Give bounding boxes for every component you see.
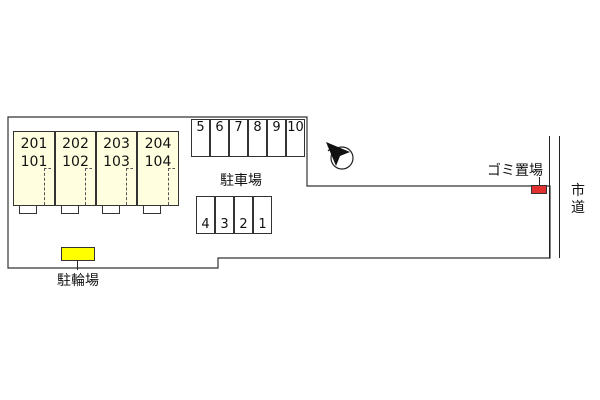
parking-stall: 10 bbox=[286, 119, 305, 157]
parking-label: 駐車場 bbox=[220, 173, 262, 189]
garbage-leader-line bbox=[539, 177, 540, 185]
parking-stall: 6 bbox=[210, 119, 229, 157]
bicycle-parking-label: 駐輪場 bbox=[57, 273, 99, 289]
unit-number-upper: 202 bbox=[62, 136, 89, 152]
north-arrow-icon bbox=[326, 142, 354, 170]
road-edge-right bbox=[559, 136, 560, 258]
parking-bottom-row: 4 3 2 1 bbox=[196, 196, 272, 234]
unit-entrance-step bbox=[19, 205, 37, 214]
garbage-area bbox=[531, 185, 547, 194]
unit-entrance-dashed bbox=[126, 168, 133, 205]
unit-entrance-step bbox=[143, 205, 161, 214]
parking-stall: 7 bbox=[229, 119, 248, 157]
unit-number-upper: 204 bbox=[144, 136, 172, 152]
unit-number-lower: 103 bbox=[103, 154, 130, 170]
parking-stall: 3 bbox=[215, 196, 234, 234]
unit-entrance-dashed bbox=[85, 168, 92, 205]
unit-entrance-step bbox=[61, 205, 79, 214]
bicycle-leader-line bbox=[77, 261, 78, 270]
parking-stall: 5 bbox=[191, 119, 210, 157]
parking-stall: 9 bbox=[267, 119, 286, 157]
unit-number-lower: 101 bbox=[20, 154, 48, 170]
parking-stall: 1 bbox=[253, 196, 272, 234]
parking-stall: 8 bbox=[248, 119, 267, 157]
parking-top-row: 5 6 7 8 9 10 bbox=[191, 119, 305, 157]
city-road-label-2: 道 bbox=[571, 200, 585, 216]
unit-entrance-step bbox=[102, 205, 120, 214]
parking-stall: 2 bbox=[234, 196, 253, 234]
city-road-label-1: 市 bbox=[571, 183, 585, 199]
road-edge-left bbox=[549, 136, 550, 258]
unit-entrance-dashed bbox=[168, 168, 175, 205]
unit-number-upper: 201 bbox=[20, 136, 48, 152]
unit-number-lower: 104 bbox=[144, 154, 172, 170]
unit-number-lower: 102 bbox=[62, 154, 89, 170]
bicycle-parking-area bbox=[61, 247, 95, 261]
unit-entrance-dashed bbox=[44, 168, 51, 205]
garbage-label: ゴミ置場 bbox=[487, 163, 543, 179]
unit-number-upper: 203 bbox=[103, 136, 130, 152]
parking-stall: 4 bbox=[196, 196, 215, 234]
